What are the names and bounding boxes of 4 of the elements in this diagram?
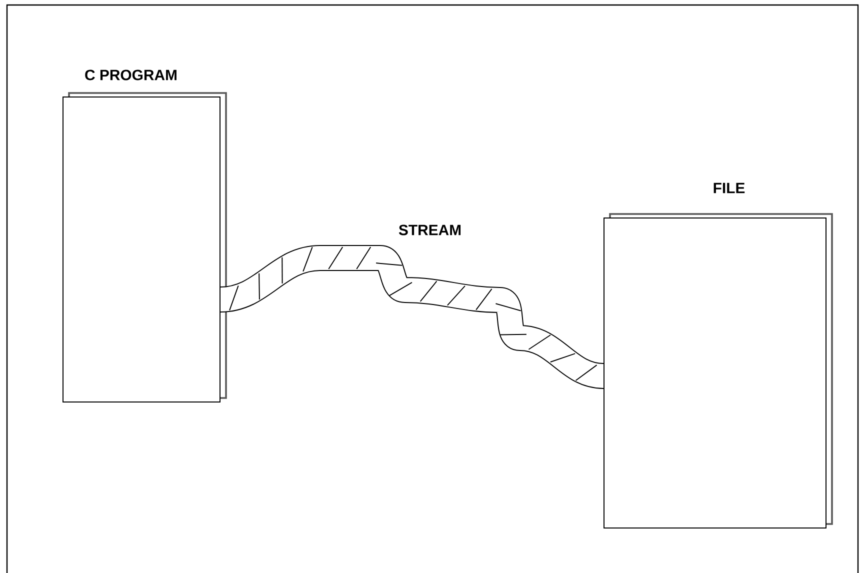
stream-band: [219, 245, 605, 389]
box-heading: C PROGRAM: [85, 70, 176, 80]
edge-label: STREAM: [397, 224, 463, 236]
box-heading: FILE: [714, 182, 745, 194]
